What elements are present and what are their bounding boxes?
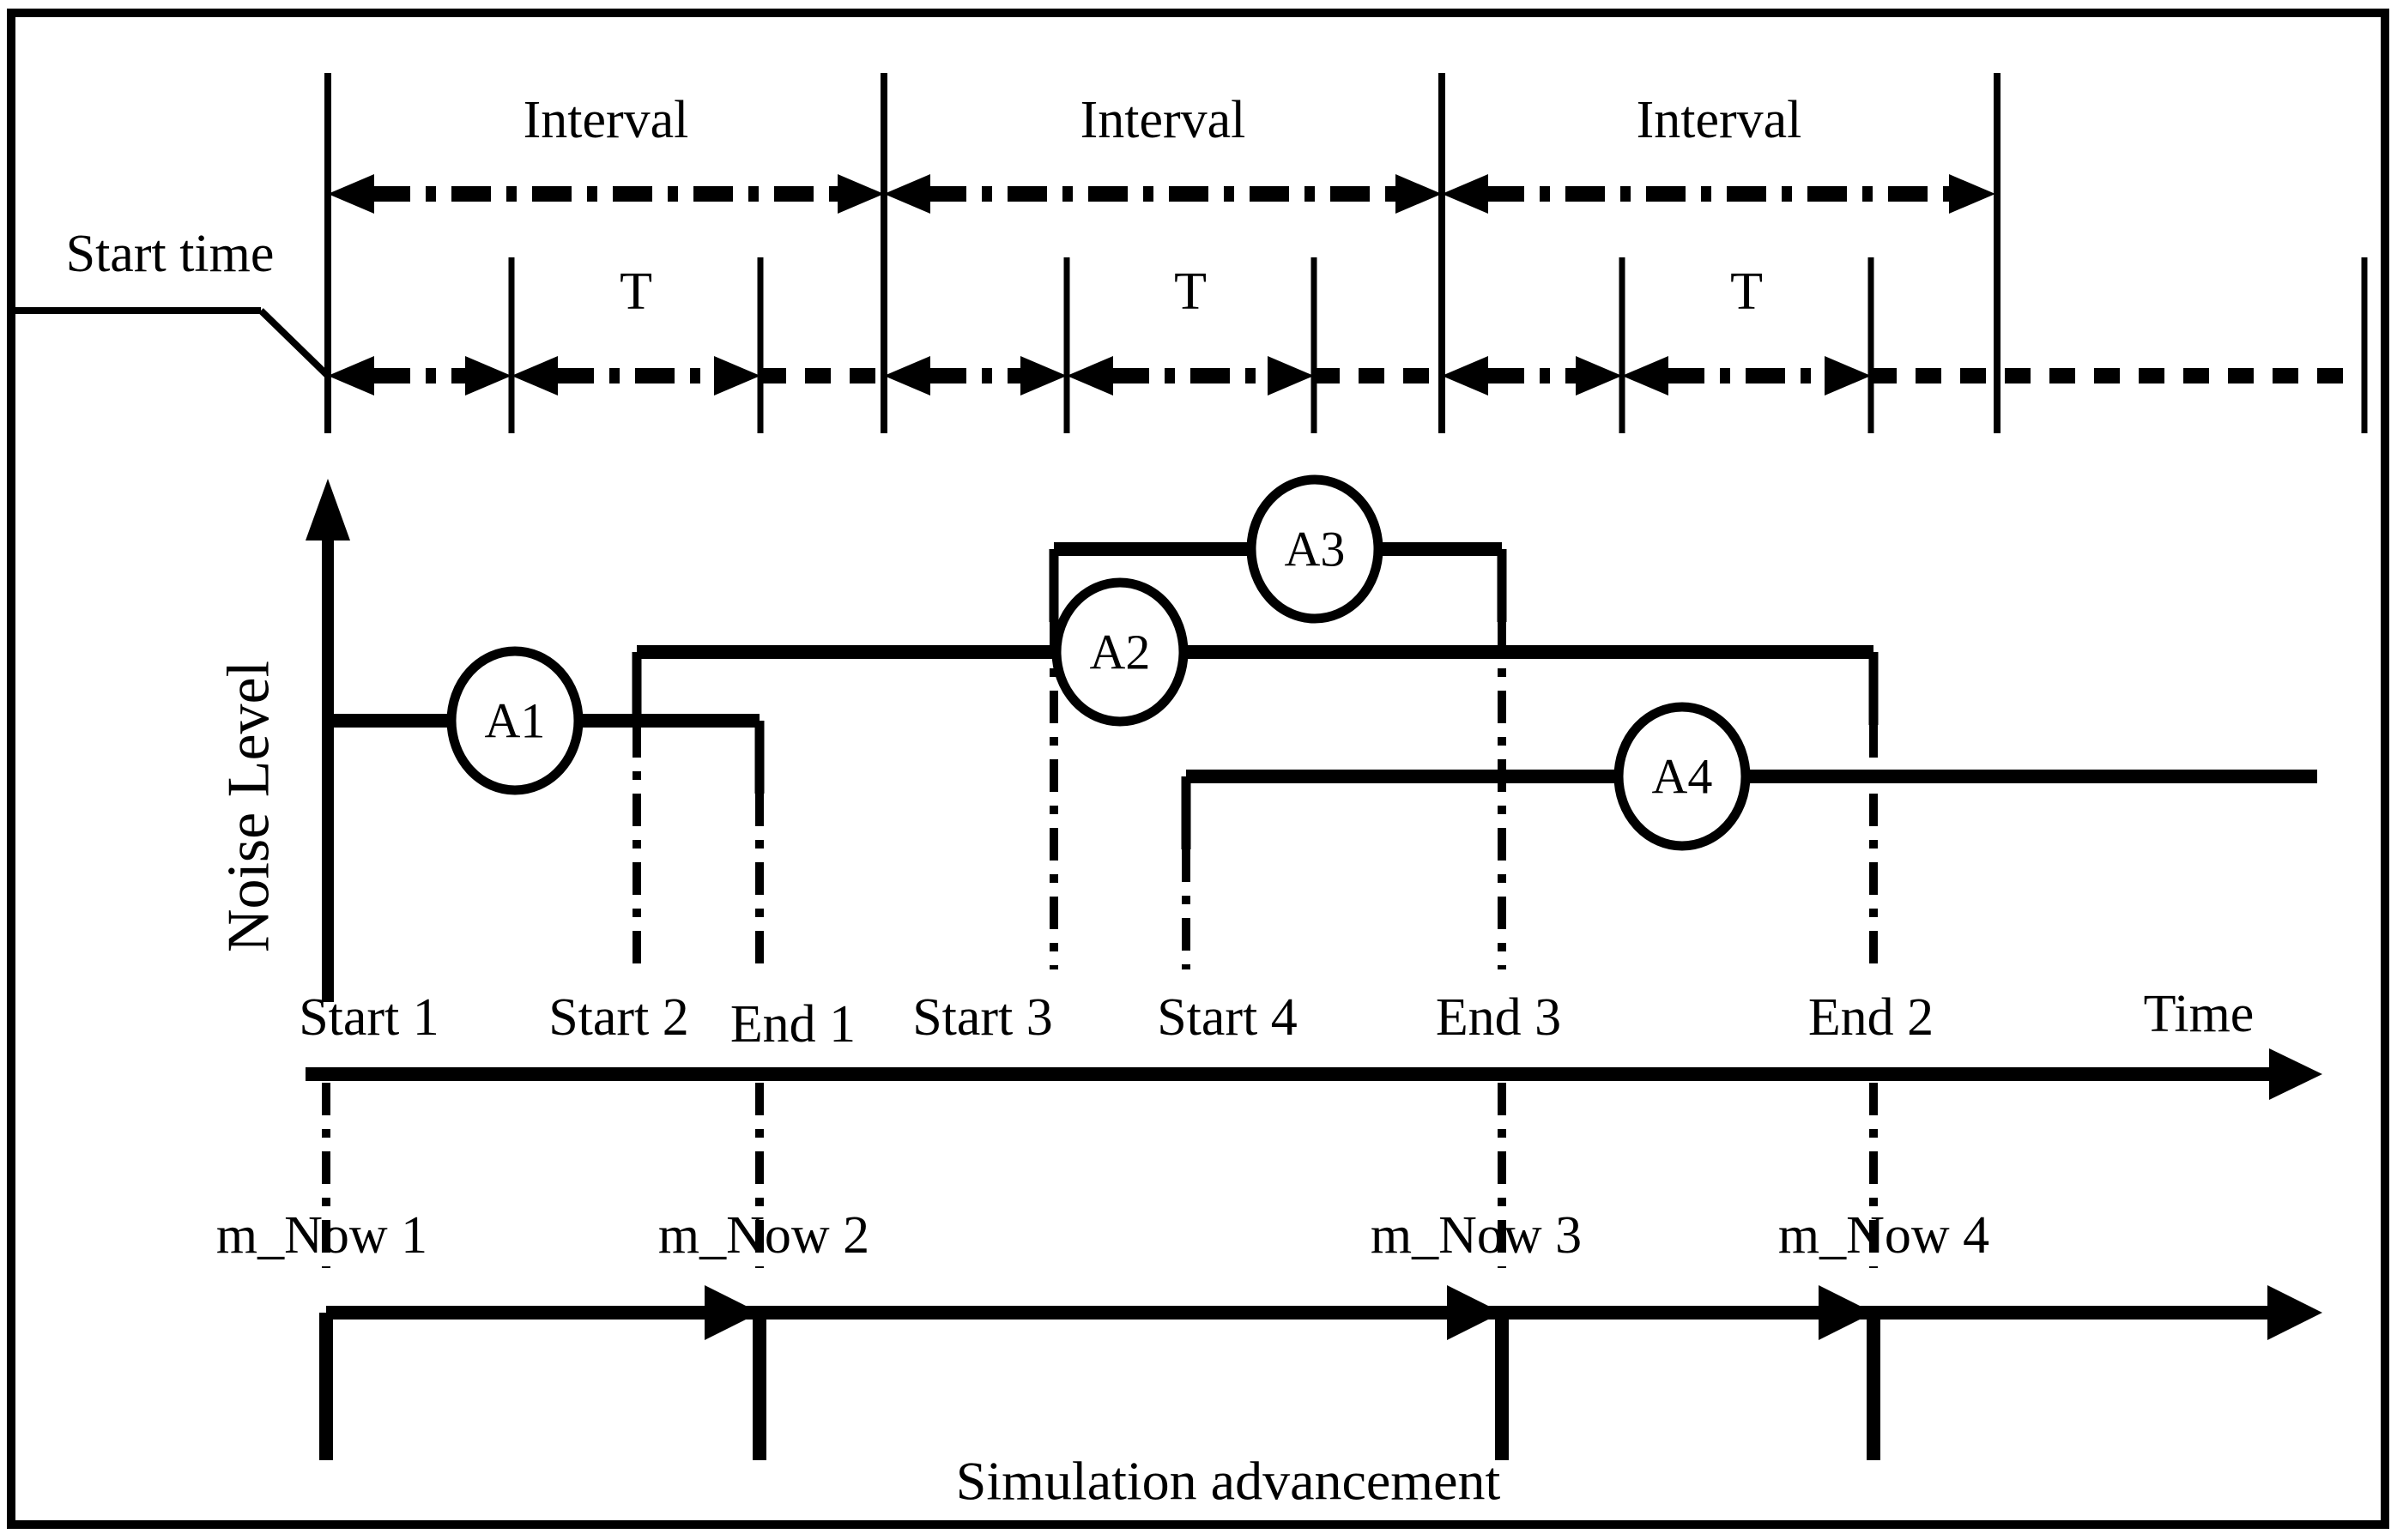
m-now-label: m_Now 4 <box>1778 1206 1989 1265</box>
sim-advancement-arrowhead-right-icon <box>1447 1285 1502 1340</box>
time-axis-arrowhead-right-icon <box>2269 1048 2322 1100</box>
t-arrowhead-left-icon <box>1067 356 1113 396</box>
t-arrowhead-right-icon <box>1268 356 1314 396</box>
interval-arrowhead-left-icon <box>328 174 374 214</box>
event-time-label: Start 3 <box>912 988 1053 1047</box>
event-circle-label-A2: A2 <box>1090 625 1151 680</box>
m-now-label: m_Now 1 <box>216 1206 427 1265</box>
start-time-callout-diagonal <box>258 308 330 378</box>
event-circle-A1 <box>446 646 584 795</box>
time-axis-label: Time <box>2144 985 2255 1043</box>
event-time-label: End 3 <box>1436 988 1561 1047</box>
figure-border <box>7 9 2389 1529</box>
event-circle-A3 <box>1246 474 1383 624</box>
t-arrowhead-right-icon <box>1576 356 1622 396</box>
t-arrowhead-left-icon <box>328 356 374 396</box>
noise-axis-arrowhead-up-icon <box>306 479 350 541</box>
event-circle-label-A3: A3 <box>1285 522 1346 577</box>
sim-advancement-arrowhead-right-icon <box>1819 1285 1873 1340</box>
start-time-label: Start time <box>66 225 275 283</box>
interval-arrowhead-right-icon <box>1395 174 1442 214</box>
event-time-label: End 2 <box>1808 988 1934 1047</box>
t-arrowhead-left-icon <box>1622 356 1668 396</box>
t-arrowhead-right-icon <box>465 356 511 396</box>
event-time-label: Start 2 <box>548 988 689 1047</box>
interval-arrowhead-right-icon <box>838 174 884 214</box>
t-arrowhead-right-icon <box>1020 356 1067 396</box>
t-label: T <box>620 263 652 321</box>
interval-label: Interval <box>524 91 689 149</box>
t-arrowhead-left-icon <box>511 356 558 396</box>
event-time-label: End 1 <box>730 995 856 1054</box>
t-arrowhead-right-icon <box>1825 356 1871 396</box>
interval-label: Interval <box>1637 91 1802 149</box>
interval-label: Interval <box>1080 91 1246 149</box>
t-label: T <box>1174 263 1207 321</box>
event-circle-label-A1: A1 <box>485 693 546 749</box>
t-label: T <box>1730 263 1763 321</box>
interval-arrowhead-left-icon <box>1442 174 1488 214</box>
sim-advancement-arrowhead-right-icon <box>705 1285 760 1340</box>
sim-advancement-arrowhead-right-icon <box>2267 1285 2322 1340</box>
interval-arrowhead-right-icon <box>1949 174 1995 214</box>
m-now-label: m_Now 2 <box>658 1206 869 1265</box>
m-now-label: m_Now 3 <box>1371 1206 1582 1265</box>
t-arrowhead-right-icon <box>714 356 760 396</box>
event-circle-label-A4: A4 <box>1652 749 1713 805</box>
event-circle-A2 <box>1051 577 1189 727</box>
noise-axis-label: Noise Level <box>216 661 282 952</box>
t-arrowhead-left-icon <box>884 356 930 396</box>
event-circle-A4 <box>1613 702 1751 851</box>
t-arrowhead-left-icon <box>1442 356 1488 396</box>
sim-advancement-label: Simulation advancement <box>956 1451 1501 1512</box>
event-time-label: Start 1 <box>299 988 439 1047</box>
event-time-label: Start 4 <box>1157 988 1298 1047</box>
interval-arrowhead-left-icon <box>884 174 930 214</box>
